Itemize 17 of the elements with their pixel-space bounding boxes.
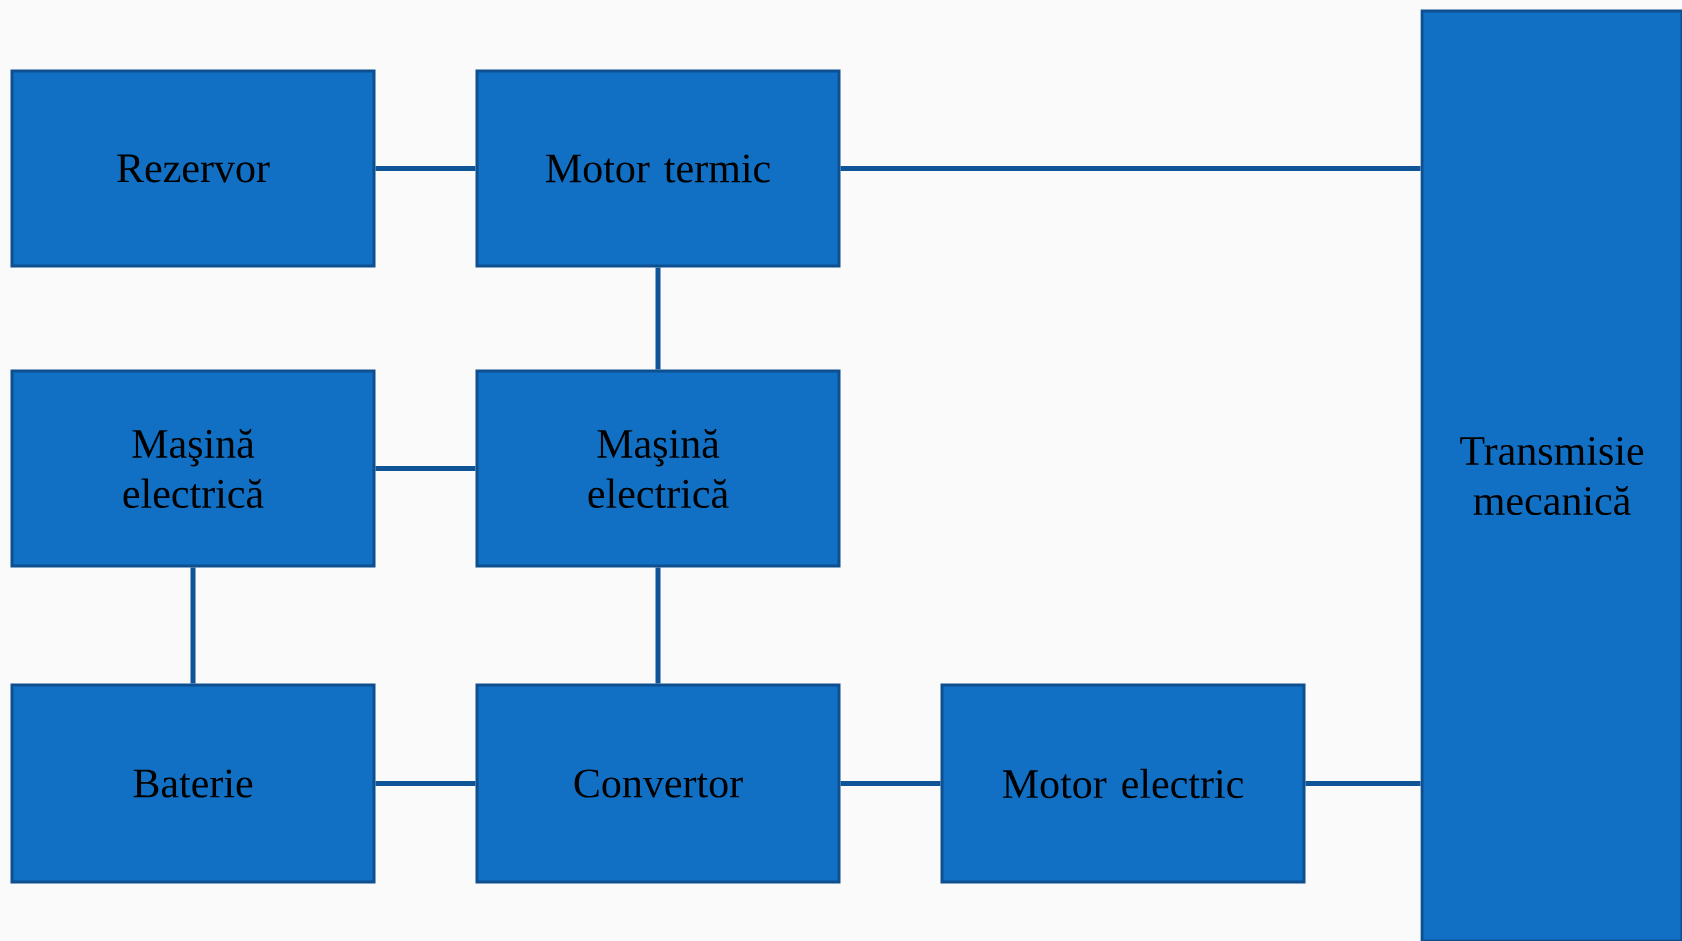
connector-line — [655, 267, 661, 370]
connector-line — [655, 567, 661, 684]
connector-line — [375, 166, 476, 171]
connector-line — [190, 567, 196, 684]
process-box: Transmisie mecanică — [1420, 9, 1682, 941]
process-box: Rezervor — [10, 69, 376, 268]
process-box: Baterie — [10, 683, 376, 884]
connector-line — [1305, 781, 1421, 786]
process-box: Maşină electrică — [475, 369, 841, 568]
connector-line — [840, 781, 941, 786]
process-box: Convertor — [475, 683, 841, 884]
connector-line — [840, 166, 1421, 171]
process-box: Motor termic — [475, 69, 841, 268]
process-box: Motor electric — [940, 683, 1306, 884]
process-box: Maşină electrică — [10, 369, 376, 568]
connector-line — [375, 781, 476, 786]
connector-line — [375, 466, 476, 471]
